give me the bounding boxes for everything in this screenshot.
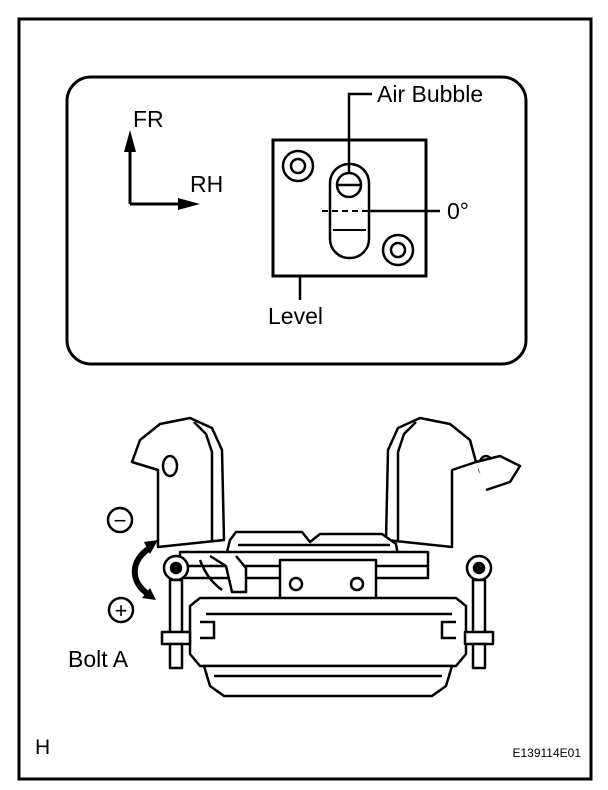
- air-bubble-leader: [347, 92, 372, 173]
- housing-clip-left: [200, 620, 216, 640]
- rotation-arrow-arc: [131, 545, 152, 597]
- direction-indicator: FR RH: [124, 106, 223, 210]
- figure-code: E139114E01: [512, 746, 581, 760]
- left-bracket-slot: [161, 454, 179, 478]
- right-stud-tip: [471, 642, 487, 670]
- right-bracket-fold: [396, 421, 417, 540]
- left-bracket-fold: [193, 421, 214, 540]
- inset-panel: FR RH Air Bubble 0° Level: [65, 75, 528, 366]
- wire-harness: [209, 554, 248, 594]
- mount-hole-lower-right-inner: [389, 241, 407, 259]
- rotation-arrow-head-top: [144, 540, 158, 554]
- rotation-arrow-head-bottom: [142, 588, 156, 600]
- plus-symbol: +: [115, 598, 128, 623]
- inset-frame: [65, 75, 528, 366]
- right-bracket-ear: [475, 454, 522, 492]
- left-bracket: [130, 416, 226, 549]
- center-plate-hole-right: [349, 576, 365, 592]
- bolt-a-label: Bolt A: [68, 646, 129, 672]
- right-bolt-shaft: [471, 578, 487, 638]
- right-nut: [463, 630, 495, 646]
- right-label: RH: [190, 171, 223, 197]
- rotation-indicator: − +: [106, 506, 158, 624]
- plus-circle-icon: [107, 596, 135, 624]
- zero-label: 0°: [447, 198, 469, 224]
- right-bracket: [384, 416, 478, 549]
- minus-symbol: −: [114, 508, 127, 533]
- level-label: Level: [268, 303, 323, 329]
- main-housing: [188, 596, 468, 668]
- lower-housing: [202, 664, 454, 698]
- air-bubble-label: Air Bubble: [377, 81, 483, 107]
- right-bolt-center: [472, 561, 486, 575]
- left-nut: [160, 630, 192, 646]
- forward-arrow-head: [124, 130, 136, 152]
- housing-clip-right: [440, 620, 456, 640]
- mount-hole-lower-right: [381, 233, 415, 267]
- bolt-a-shaft: [168, 578, 184, 638]
- seat-frame-assembly: [130, 416, 522, 698]
- center-plate-hole-left: [288, 576, 304, 592]
- left-bolt-center: [169, 561, 183, 575]
- figure-border: [17, 17, 593, 781]
- right-arrow-head: [178, 198, 200, 210]
- section-letter: H: [35, 736, 50, 759]
- forward-label: FR: [133, 106, 164, 132]
- mount-hole-upper-left: [281, 149, 315, 183]
- minus-circle-icon: [106, 506, 134, 534]
- wire-harness-cable: [198, 559, 223, 591]
- mount-hole-upper-left-inner: [289, 157, 307, 175]
- left-stud-tip: [168, 642, 184, 670]
